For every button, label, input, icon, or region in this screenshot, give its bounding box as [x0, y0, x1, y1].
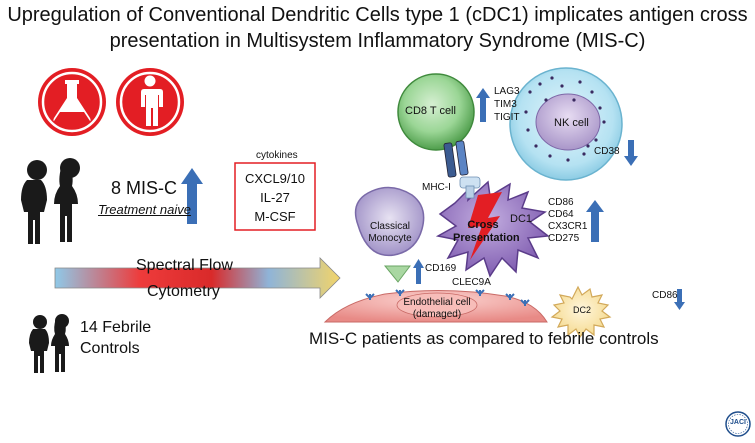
control-children-icon: [29, 314, 69, 373]
dc2-cd86-label: CD86: [652, 290, 678, 301]
endothelial-label: Endothelial cell (damaged): [395, 297, 479, 321]
dc1-cell: [435, 180, 550, 278]
dc1-marker: CX3CR1: [548, 221, 588, 232]
controls-count: 14 Febrile: [80, 319, 152, 336]
monocyte-label: Classical Monocyte: [360, 221, 420, 245]
cytokine-item: M-CSF: [254, 209, 296, 224]
dc2-label: DC2: [573, 305, 592, 315]
t-cell-marker: TIGIT: [494, 112, 520, 123]
t-cell-marker: TIM3: [494, 99, 517, 110]
cross-presentation-bolt: [468, 192, 502, 260]
dc1-marker: CD86: [548, 197, 574, 208]
mhc-i-label: MHC-I: [422, 182, 451, 193]
t-cell-marker: LAG3: [494, 86, 520, 97]
classical-monocyte-cell: [354, 186, 425, 257]
nk-cell-label: NK cell: [554, 117, 589, 129]
controls-label: Controls: [80, 340, 140, 357]
endothelial-receptors: [365, 289, 530, 306]
dc1-label: DC1: [510, 213, 533, 225]
cytokine-item: CXCL9/10: [245, 171, 305, 186]
cross-presentation-line-2: Presentation: [453, 232, 520, 244]
dc1-markers-up-arrow: [586, 200, 604, 242]
nk-cell: [509, 67, 623, 181]
jaci-logo: [725, 411, 751, 437]
cd169-up-arrow: [413, 259, 424, 284]
dc1-marker-list: CD86 CD64 CX3CR1 CD275: [548, 197, 587, 245]
cytokine-list: CXCL9/10 IL-27 M-CSF: [235, 169, 315, 226]
cytokine-up-arrow: [181, 168, 203, 224]
cytokines-header: cytokines: [256, 150, 298, 161]
cross-presentation-label: Cross Presentation: [453, 219, 520, 245]
monocyte-label-line-2: Monocyte: [368, 233, 412, 244]
jaci-logo-text: JACI: [730, 419, 746, 426]
mis-c-count: 8 MIS-C: [111, 178, 178, 198]
title-line-2: presentation in Multisystem Inflammatory…: [109, 30, 646, 52]
dc2-cell: [550, 285, 612, 339]
cd38-down-arrow: [624, 140, 638, 166]
endothelial-label-line-1: Endothelial cell: [403, 297, 471, 308]
treatment-naive-note: Treatment naive: [98, 202, 191, 217]
dc1-marker: CD64: [548, 209, 574, 220]
t-cell-marker-list: LAG3 TIM3 TIGIT: [494, 85, 520, 124]
conclusion-text: MIS-C patients as compared to febrile co…: [309, 329, 659, 348]
method-line-1: Spectral Flow: [136, 257, 233, 274]
patient-person-icon: [116, 68, 184, 136]
cross-presentation-line-1: Cross: [467, 219, 499, 231]
endothelial-label-line-2: (damaged): [412, 309, 462, 320]
cytokine-box: [234, 162, 316, 231]
nk-cd38-label: CD38: [594, 146, 620, 157]
cd8-t-cell: [397, 73, 475, 151]
mis-c-children-icon: [21, 158, 80, 244]
tcr-mhc-complex: [443, 140, 481, 199]
dc1-marker: CD275: [548, 233, 580, 244]
t-cell-markers-up-arrow: [476, 88, 490, 122]
spectral-flow-arrow: [54, 257, 341, 299]
page-title: Upregulation of Conventional Dendritic C…: [0, 2, 755, 54]
lab-flask-icon: [38, 68, 106, 136]
dc2-cd86-down-arrow: [674, 289, 685, 310]
cd8-t-cell-label: CD8 T cell: [405, 105, 456, 117]
endothelial-cell: [323, 289, 548, 323]
cd169-contact: [383, 265, 411, 283]
monocyte-label-line-1: Classical: [369, 221, 410, 232]
method-line-2: Cytometry: [147, 283, 220, 300]
cd169-label: CD169: [425, 263, 457, 274]
clec9a-label: CLEC9A: [452, 277, 491, 288]
cytokine-item: IL-27: [260, 190, 290, 205]
title-line-1: Upregulation of Conventional Dendritic C…: [7, 4, 748, 26]
